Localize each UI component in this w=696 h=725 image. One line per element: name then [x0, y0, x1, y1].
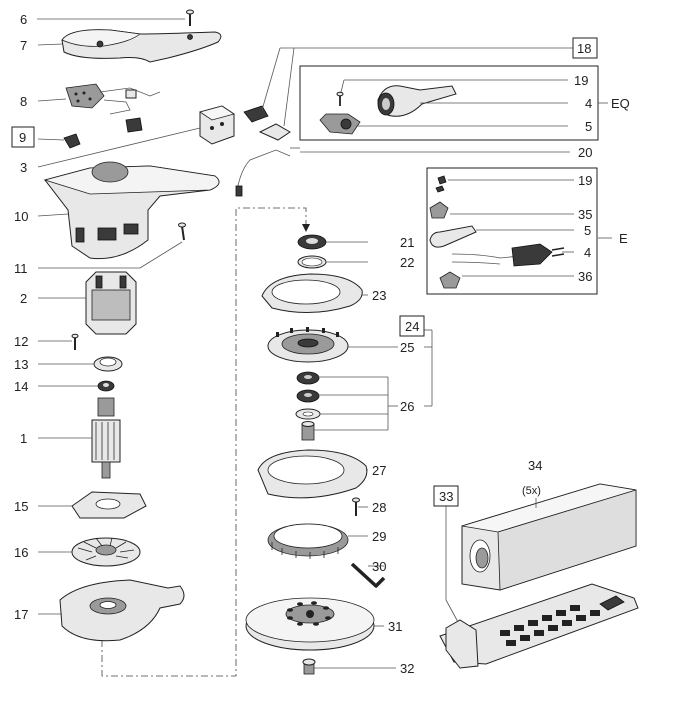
part-34-abrasive-pack	[461, 483, 637, 591]
label-26: 26	[400, 399, 414, 414]
part-33-storage-case	[439, 583, 639, 669]
label-20: 20	[578, 145, 592, 160]
label-29: 29	[372, 529, 386, 544]
right-leader-lines	[445, 498, 537, 623]
label-21: 21	[400, 235, 414, 250]
assembly-path-line	[101, 207, 307, 677]
label-27: 27	[372, 463, 386, 478]
label-1: 1	[20, 431, 27, 446]
label-e-19: 19	[578, 173, 592, 188]
label-33: 33	[439, 489, 453, 504]
label-31: 31	[388, 619, 402, 634]
eq-leader-lines	[340, 79, 568, 127]
eq-parts	[319, 85, 457, 135]
label-3: 3	[20, 160, 27, 175]
part-3-electronic-module	[199, 105, 235, 145]
part-13-bearing-cap	[93, 356, 123, 372]
label-22: 22	[400, 255, 414, 270]
e-leader-lines	[448, 179, 574, 277]
part-16-fan	[71, 537, 141, 567]
label-e-5: 5	[584, 223, 591, 238]
label-e-4: 4	[584, 245, 591, 260]
e-parts	[429, 175, 565, 289]
label-11: 11	[14, 261, 28, 276]
label-18: 18	[577, 41, 591, 56]
label-10: 10	[14, 209, 28, 224]
label-32: 32	[400, 661, 414, 676]
label-eq-4: 4	[585, 96, 592, 111]
label-8: 8	[20, 94, 27, 109]
part-14-bearing	[97, 380, 115, 392]
part-31-sanding-pad	[245, 597, 375, 651]
label-14: 14	[14, 379, 28, 394]
part-10-motor-housing	[43, 161, 220, 260]
part-1-armature	[91, 397, 121, 479]
part-6-screw	[186, 9, 194, 26]
label-24-box	[399, 315, 425, 337]
part-23-seal-ring	[261, 273, 363, 314]
label-eq: EQ	[611, 96, 630, 111]
label-13: 13	[14, 357, 28, 372]
part-15-bracket	[71, 491, 147, 519]
label-16: 16	[14, 545, 28, 560]
part-8-switch-assembly	[65, 83, 161, 115]
label-e: E	[619, 231, 628, 246]
part-29-brush-ring	[267, 523, 349, 559]
label-18-box	[572, 37, 598, 59]
label-25: 25	[400, 340, 414, 355]
label-34-quantity: (5x)	[522, 485, 541, 497]
label-17: 17	[14, 607, 28, 622]
part-30-hex-key	[350, 562, 386, 588]
part-32-screw	[302, 658, 316, 675]
label-30: 30	[372, 559, 386, 574]
label-33-box	[433, 485, 459, 507]
label-23: 23	[372, 288, 386, 303]
part-9-switch-parts	[63, 117, 143, 149]
label-e-35: 35	[578, 207, 592, 222]
part-27-base-ring	[257, 449, 368, 499]
label-34: 34	[528, 458, 542, 473]
label-9: 9	[19, 130, 26, 145]
label-2: 2	[20, 291, 27, 306]
part-21-bearing	[297, 234, 327, 250]
part-12-screw	[71, 333, 79, 350]
part-11-screw	[178, 222, 186, 241]
label-9-box	[11, 126, 35, 148]
part-28-screw	[352, 497, 360, 516]
label-eq-5: 5	[585, 119, 592, 134]
part-22-ring	[297, 255, 327, 269]
left-leader-lines	[37, 18, 201, 615]
label-6: 6	[20, 12, 27, 27]
label-12: 12	[14, 334, 28, 349]
label-28: 28	[372, 500, 386, 515]
part-25-brake-ring	[267, 327, 349, 363]
label-7: 7	[20, 38, 27, 53]
label-15: 15	[14, 499, 28, 514]
group-18-bracket-lines	[261, 47, 573, 149]
assembly-arrow	[302, 224, 310, 232]
part-20-cable-clamp	[235, 105, 291, 197]
part-7-top-cover	[61, 29, 222, 63]
e-group-box	[426, 167, 598, 295]
label-24: 24	[405, 319, 419, 334]
label-eq-19: 19	[574, 73, 588, 88]
label-e-36: 36	[578, 269, 592, 284]
center-leader-lines	[314, 241, 433, 669]
part-17-base-housing	[59, 579, 185, 642]
part-2-stator	[85, 271, 137, 335]
